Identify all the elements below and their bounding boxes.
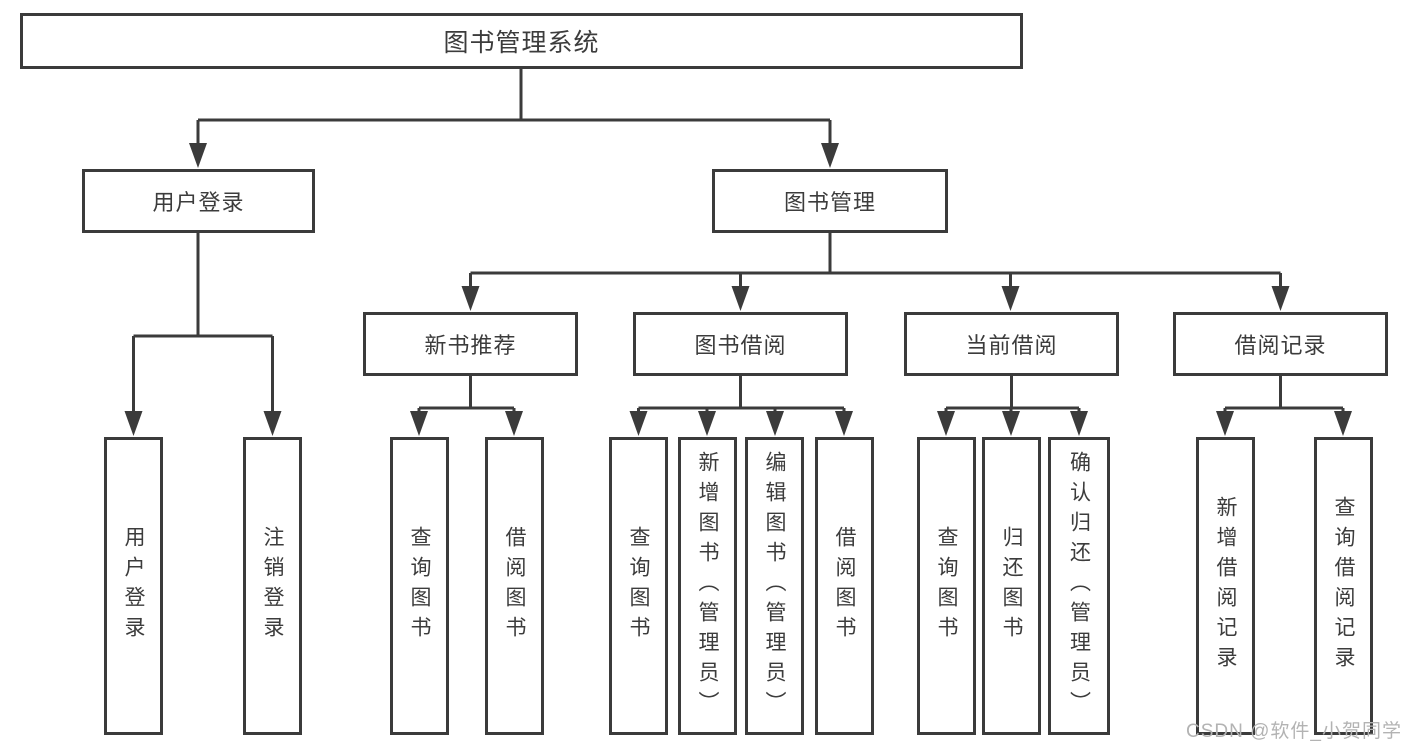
leaf-newbook-query-books: 查询图书 [390,437,449,735]
node-label: 新书推荐 [424,333,517,358]
node-book-management: 图书管理 [712,169,948,233]
leaf-label: 新增图书（管理员） [696,451,719,721]
node-label: 当前借阅 [965,333,1058,358]
leaf-records-query-record: 查询借阅记录 [1314,437,1373,735]
leaf-label: 查询图书 [408,526,431,646]
leaf-label: 借阅图书 [503,526,526,646]
leaf-user-login: 用户登录 [104,437,163,735]
leaf-current-return-books: 归还图书 [982,437,1041,735]
leaf-label: 用户登录 [122,526,145,646]
leaf-current-query-books: 查询图书 [917,437,976,735]
leaf-label: 归还图书 [1000,526,1023,646]
csdn-watermark: CSDN @软件_小贺同学 [1186,721,1402,742]
leaf-borrow-query-books: 查询图书 [609,437,668,735]
node-label: 用户登录 [152,190,245,215]
leaf-newbook-borrow-books: 借阅图书 [485,437,544,735]
leaf-label: 确认归还（管理员） [1067,451,1091,721]
leaf-label: 注销登录 [261,526,284,646]
leaf-logout: 注销登录 [243,437,302,735]
node-borrow-records: 借阅记录 [1173,312,1388,376]
leaf-label: 借阅图书 [833,526,856,646]
leaf-borrow-borrow-books: 借阅图书 [815,437,874,735]
leaf-label: 查询借阅记录 [1332,496,1355,676]
arrow-down-icons [124,143,1352,436]
node-label: 图书管理系统 [443,29,600,57]
node-user-login: 用户登录 [82,169,315,233]
node-label: 图书借阅 [694,333,787,358]
leaf-label: 查询图书 [627,526,650,646]
node-new-book-recommend: 新书推荐 [363,312,578,376]
leaf-records-add-record: 新增借阅记录 [1196,437,1255,735]
leaf-label: 查询图书 [935,526,958,646]
leaf-borrow-edit-books-admin: 编辑图书（管理员） [745,437,804,735]
node-label: 图书管理 [783,190,876,215]
node-current-borrow: 当前借阅 [904,312,1119,376]
connector-path [132,69,1345,413]
leaf-label: 新增借阅记录 [1214,496,1237,676]
node-label: 借阅记录 [1234,333,1327,358]
leaf-label: 编辑图书（管理员） [763,451,786,721]
leaf-borrow-add-books-admin: 新增图书（管理员） [678,437,737,735]
node-root-library-system: 图书管理系统 [20,13,1023,69]
leaf-current-confirm-return-admin: 确认归还（管理员） [1048,437,1110,735]
node-book-borrow: 图书借阅 [633,312,848,376]
